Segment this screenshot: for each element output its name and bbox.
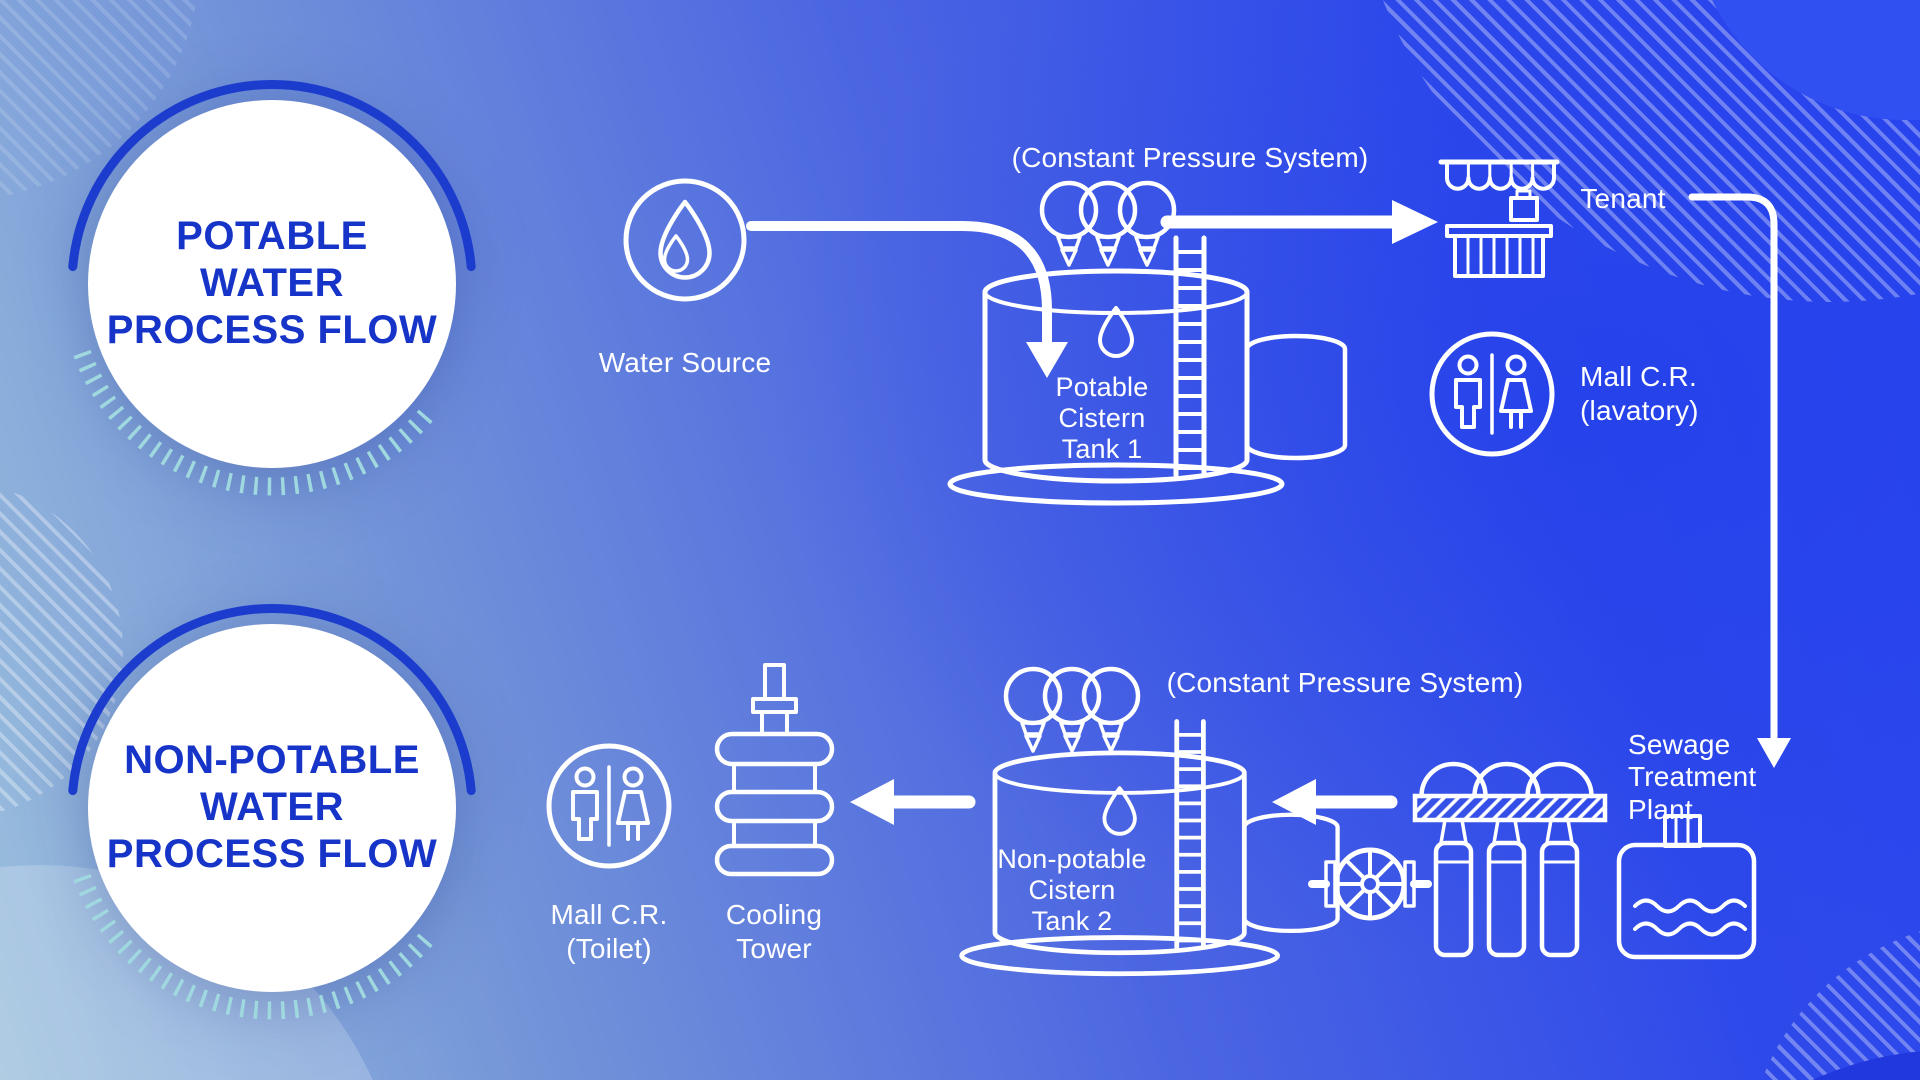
tank2-label: Non-potable Cistern Tank 2	[997, 844, 1147, 936]
title-arc-blue	[68, 80, 476, 272]
water-drop-icon	[1102, 786, 1137, 836]
water-wave	[1633, 921, 1747, 937]
tank-base-platform	[959, 935, 1281, 977]
water-source-icon	[623, 178, 747, 302]
sewage-plant-icon	[1412, 761, 1757, 960]
digester-dome	[1472, 761, 1541, 799]
nonpotable-title: NON-POTABLE WATER PROCESS FLOW	[106, 738, 438, 877]
water-source-label: Water Source	[598, 347, 772, 378]
tank-base-platform	[947, 462, 1285, 506]
pressure-pumps-icon-bottom	[1003, 666, 1141, 753]
valve-wheel-icon	[1308, 847, 1432, 921]
restroom-icon-toilet	[546, 743, 672, 869]
male-figure	[1457, 354, 1479, 376]
digester-dome	[1525, 761, 1594, 799]
connector-tenant-to-sewage	[1688, 193, 1778, 746]
female-figure	[1505, 354, 1527, 376]
tenant-label: Tenant	[1580, 183, 1666, 214]
tank-body	[992, 750, 1247, 956]
sewage-plant-label: Sewage Treatment Plant	[1628, 729, 1757, 825]
tank-rim	[983, 290, 1249, 315]
treatment-machine	[1616, 842, 1757, 960]
title-circle-bg	[88, 624, 456, 992]
tank-rim	[993, 771, 1247, 795]
constant-pressure-label-bottom: (Constant Pressure System)	[1166, 667, 1524, 698]
counter-base	[1453, 234, 1545, 278]
arrowhead-to-tenant	[1392, 200, 1438, 244]
cooling-tower-label: Cooling Tower	[725, 899, 823, 965]
arrowhead-into-tank1	[1026, 342, 1068, 378]
potable-title-circle	[68, 80, 476, 496]
tank-body	[982, 268, 1250, 484]
tenant-store-icon	[1438, 159, 1560, 278]
nonpotable-title-circle	[68, 604, 476, 1020]
mall-cr-toilet-label: Mall C.R. (Toilet)	[550, 899, 668, 965]
cooling-tower-icon	[714, 663, 835, 877]
restroom-icon-lavatory	[1429, 331, 1555, 457]
potable-title: POTABLE WATER PROCESS FLOW	[106, 214, 438, 353]
arrowhead-to-cooling	[850, 779, 894, 825]
awning	[1445, 160, 1556, 191]
constant-pressure-label-top: (Constant Pressure System)	[1011, 142, 1369, 173]
title-arc-blue	[68, 604, 476, 796]
tank-ladder	[1174, 719, 1206, 950]
cistern-tank1-icon	[947, 235, 1348, 506]
mall-cr-lavatory-label: Mall C.R. (lavatory)	[1580, 361, 1699, 427]
digester-dome	[1419, 761, 1488, 799]
filter-tank	[1539, 840, 1580, 958]
male-figure	[574, 766, 596, 788]
arrowhead-to-tank2	[1272, 779, 1316, 825]
female-figure	[622, 766, 644, 788]
register	[1509, 196, 1539, 222]
filter-tank	[1433, 840, 1474, 958]
tank-secondary-cylinder	[1244, 333, 1348, 461]
water-wave	[1633, 898, 1747, 914]
tank1-label: Potable Cistern Tank 1	[1055, 372, 1149, 464]
title-circle-bg	[88, 100, 456, 468]
arrowhead-to-sewage	[1757, 738, 1791, 768]
hatched-pipe	[1412, 793, 1608, 823]
pressure-pumps-icon-top	[1039, 180, 1177, 267]
water-drop-icon	[1098, 306, 1134, 358]
filter-tank	[1486, 840, 1527, 958]
pipe-watersource-to-tank1	[746, 221, 1052, 351]
